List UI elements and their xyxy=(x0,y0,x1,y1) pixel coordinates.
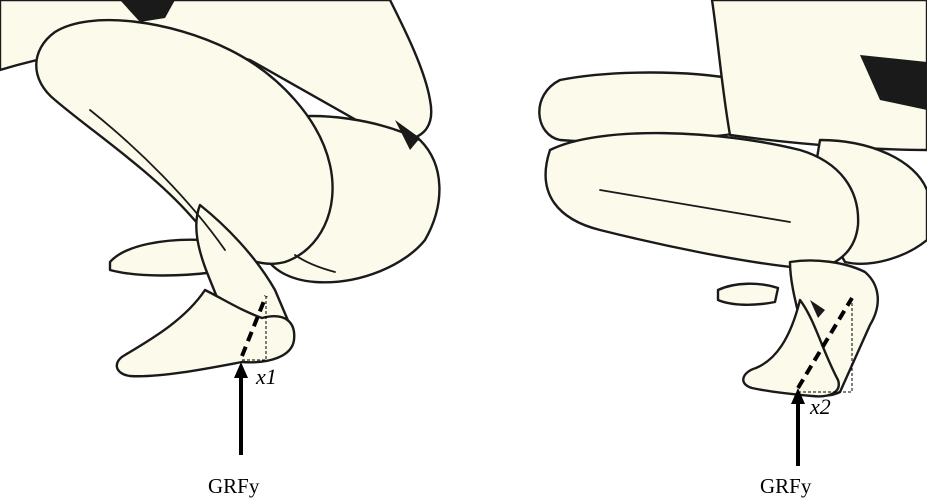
right-thigh xyxy=(546,133,859,269)
right-squat-figure xyxy=(539,0,927,396)
right-moment-arm-label: x2 xyxy=(810,394,831,420)
right-grf-arrow xyxy=(791,388,805,466)
left-grf-label: GRFy xyxy=(208,474,259,499)
right-back-foot xyxy=(718,284,778,305)
left-squat-figure xyxy=(0,0,439,376)
right-grf-label: GRFy xyxy=(760,474,811,499)
left-moment-arm-label: x1 xyxy=(256,364,277,390)
left-grf-arrow xyxy=(234,362,248,455)
